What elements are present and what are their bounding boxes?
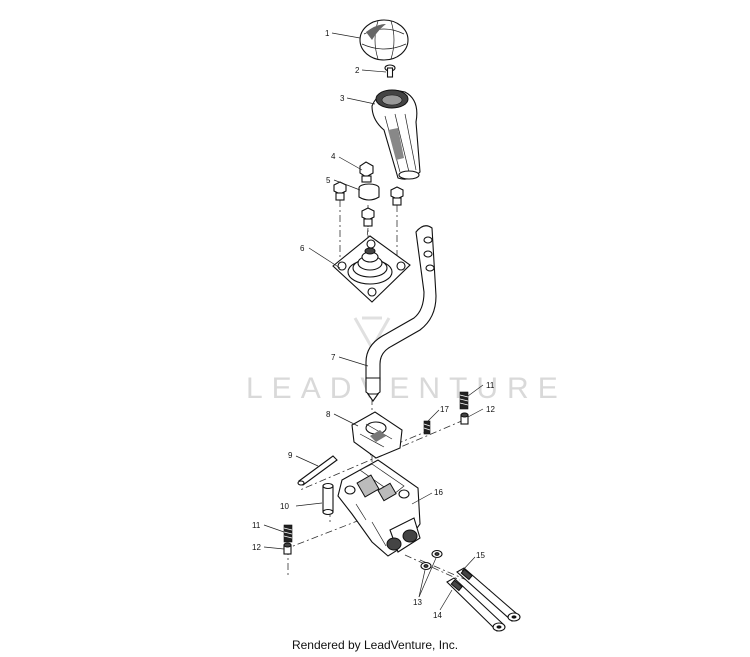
- part-11-spring-right: [459, 391, 469, 410]
- callout-8: 8: [326, 410, 331, 419]
- callout-14: 14: [433, 611, 442, 620]
- part-10-dowel: [322, 482, 334, 516]
- footer-credit: Rendered by LeadVenture, Inc.: [291, 638, 459, 652]
- part-13-washers: [420, 549, 443, 571]
- callout-17: 17: [440, 405, 449, 414]
- callout-4: 4: [331, 152, 336, 161]
- callout-labels: 1 2 3 4 5 6 7 8 9 10 11 11 12 12 13 14 1…: [252, 29, 495, 620]
- callout-16: 16: [434, 488, 443, 497]
- part-15-shift-rod: [456, 567, 521, 622]
- watermark-text: LEADVENTURE: [246, 372, 567, 405]
- part-14-shift-rod: [446, 577, 506, 632]
- callout-3: 3: [340, 94, 345, 103]
- callout-15: 15: [476, 551, 485, 560]
- part-11-spring-left: [283, 524, 293, 543]
- part-17-spring: [423, 420, 431, 435]
- callout-1: 1: [325, 29, 330, 38]
- mount-nuts: [333, 181, 404, 227]
- part-2-screw: [384, 64, 396, 78]
- leader-lines: [263, 32, 484, 611]
- part-1-shift-knob: [359, 19, 409, 61]
- callout-12-left: 12: [252, 543, 261, 552]
- callout-7: 7: [331, 353, 336, 362]
- part-3-shift-handle: [371, 89, 421, 180]
- callout-10: 10: [280, 502, 289, 511]
- part-12-detent-left: [283, 542, 292, 555]
- part-7-shift-lever: [365, 225, 437, 402]
- part-16-shifter-case: [337, 459, 421, 557]
- part-12-detent-right: [460, 412, 469, 425]
- callout-13: 13: [413, 598, 422, 607]
- callout-5: 5: [326, 176, 331, 185]
- part-9-pin: [297, 455, 338, 486]
- callout-12-right: 12: [486, 405, 495, 414]
- callout-6: 6: [300, 244, 305, 253]
- part-5-bushing: [358, 183, 380, 201]
- part-6-boot: [332, 235, 411, 303]
- part-8-pivot-housing: [351, 411, 403, 459]
- callout-2: 2: [355, 66, 360, 75]
- callout-11-right: 11: [486, 381, 495, 390]
- callout-11-left: 11: [252, 521, 261, 530]
- part-4-nut: [359, 161, 374, 183]
- callout-9: 9: [288, 451, 293, 460]
